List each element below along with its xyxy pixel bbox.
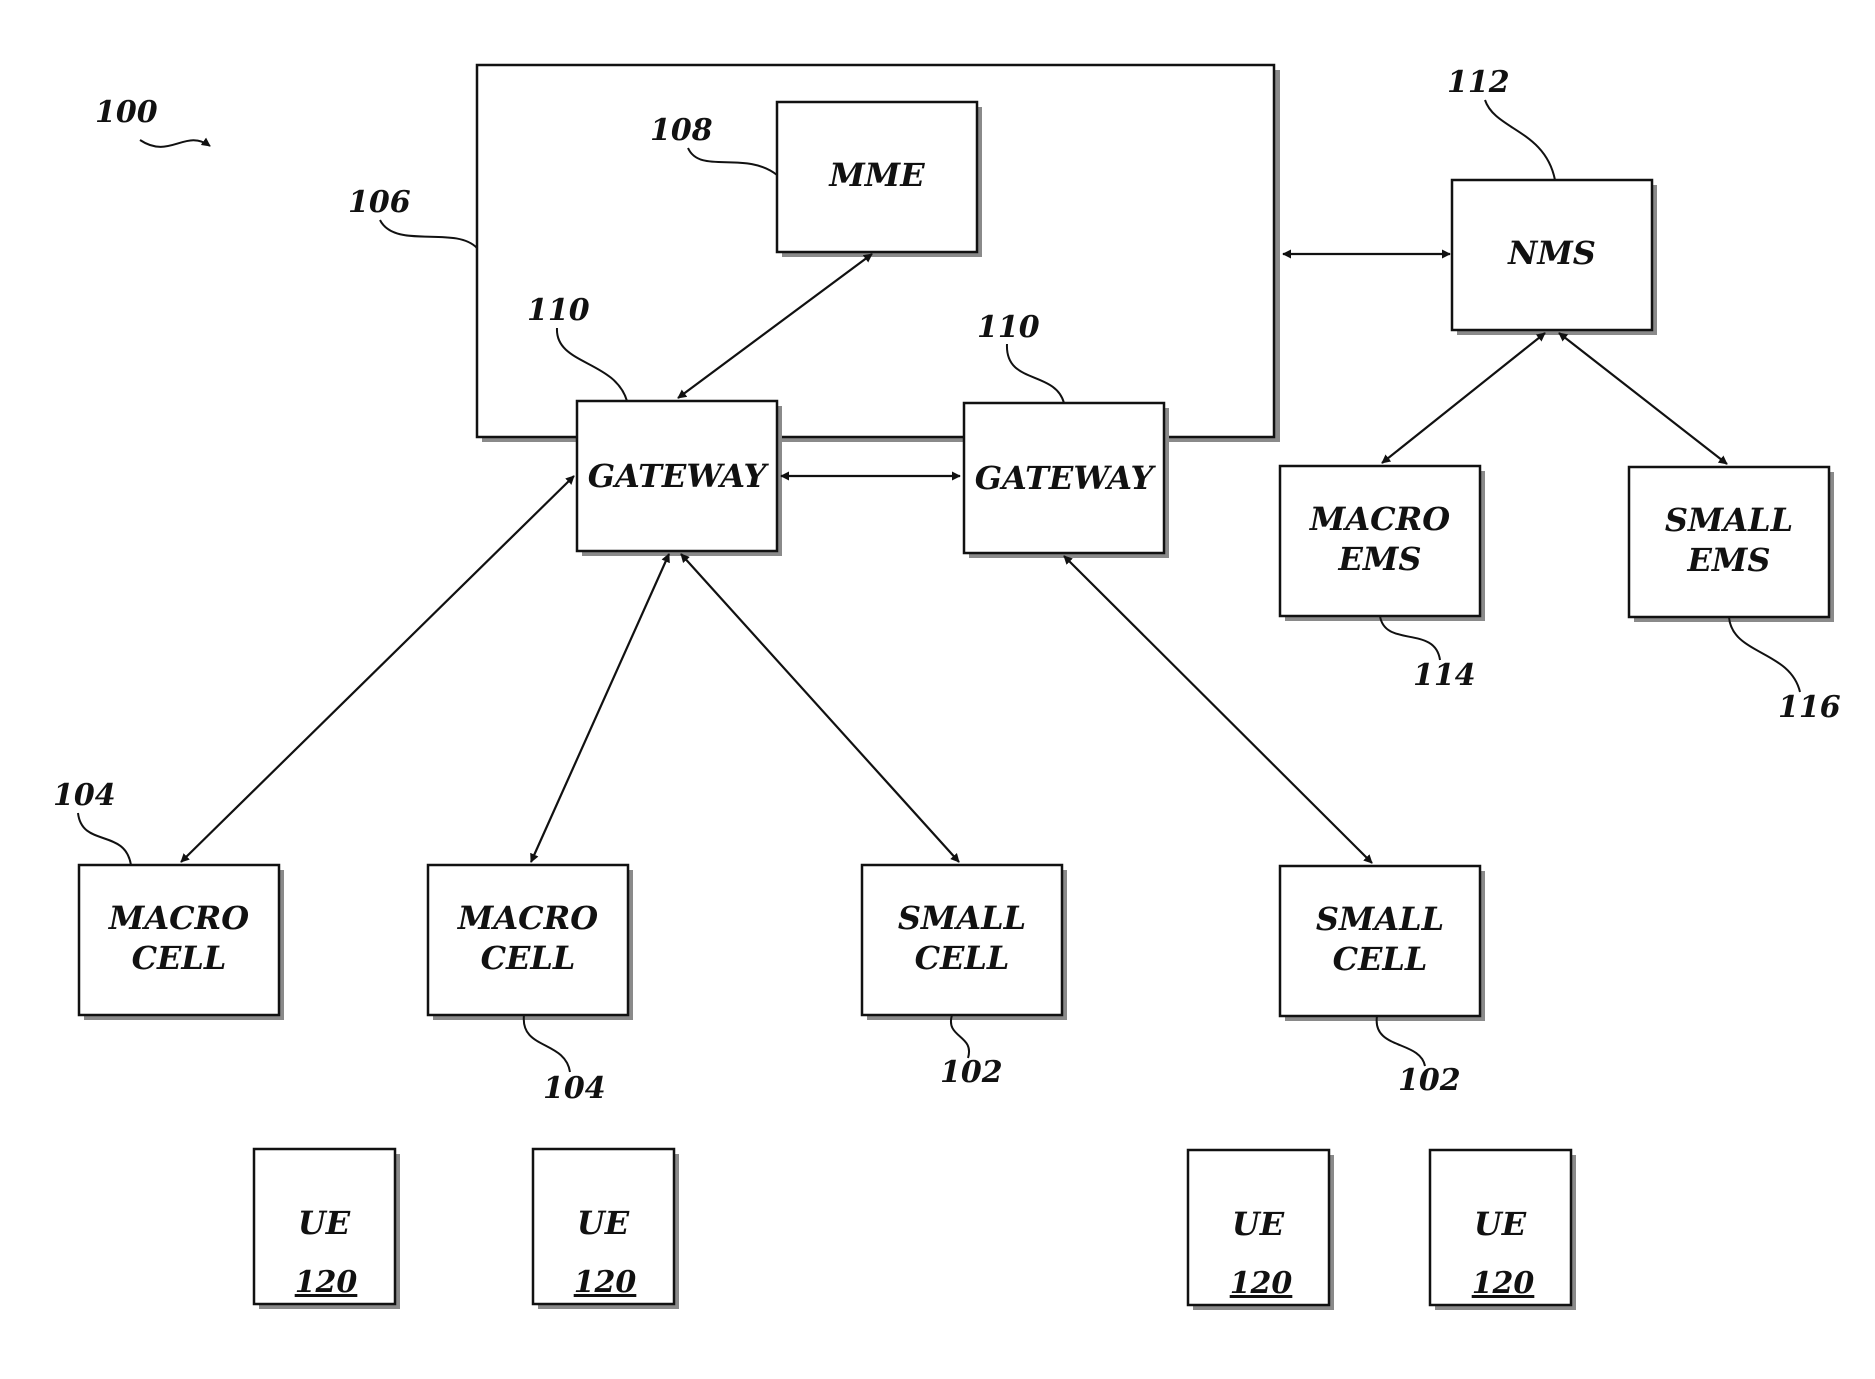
figure-ref-label: 100 (95, 95, 158, 130)
link-gateway-macro-cell-1 (181, 476, 574, 862)
small-ems-box: SMALL EMS (1629, 467, 1834, 622)
link-gateway-macro-cell-2 (531, 554, 669, 862)
ue-box: UE 120 (254, 1149, 400, 1309)
link-nms-macro-ems (1382, 333, 1545, 463)
macro-ems-line1: MACRO (1309, 500, 1450, 538)
ue-ref: 120 (295, 1265, 358, 1300)
macro-cell-1-line1: MACRO (108, 899, 249, 937)
nms-label: NMS (1507, 234, 1596, 272)
gateway-left-label: GATEWAY (588, 457, 770, 495)
small-ems-line2: EMS (1687, 541, 1771, 579)
small-cell-2-leader (1377, 1016, 1425, 1066)
link-nms-small-ems (1559, 333, 1727, 464)
macro-ems-ref: 114 (1413, 658, 1476, 693)
small-cell-2-line1: SMALL (1316, 900, 1444, 938)
mme-label: MME (828, 156, 925, 194)
ue-label: UE (1474, 1205, 1527, 1243)
ue-ref: 120 (1230, 1266, 1293, 1301)
ue-box: UE 120 (533, 1149, 679, 1309)
macro-cell-1-ref: 104 (53, 778, 116, 813)
macro-cell-1-line2: CELL (132, 939, 227, 977)
small-ems-ref: 116 (1778, 690, 1841, 725)
macro-cell-1-box: MACRO CELL (79, 865, 284, 1020)
small-cell-1-leader (951, 1015, 969, 1058)
ue-label: UE (298, 1204, 351, 1242)
gateway-left-ref: 110 (527, 293, 590, 328)
gateway-right-label: GATEWAY (975, 459, 1157, 497)
figure-ref-arrow (140, 140, 210, 147)
mme-ref: 108 (650, 113, 713, 148)
small-cell-1-box: SMALL CELL (862, 865, 1067, 1020)
macro-cell-2-line2: CELL (481, 939, 576, 977)
macro-ems-leader (1380, 616, 1440, 660)
nms-ref: 112 (1447, 65, 1510, 100)
nms-box: NMS (1452, 180, 1657, 335)
macro-ems-line2: EMS (1338, 540, 1422, 578)
ue-label: UE (577, 1204, 630, 1242)
core-network-ref: 106 (348, 185, 411, 220)
link-gateway-small-cell-1 (681, 554, 959, 862)
macro-cell-1-leader (78, 813, 131, 865)
small-cell-2-box: SMALL CELL (1280, 866, 1485, 1021)
gateway-right-ref: 110 (977, 310, 1040, 345)
ue-ref: 120 (574, 1265, 637, 1300)
mme-box: MME (777, 102, 982, 257)
gateway-left-box: GATEWAY (577, 401, 782, 556)
small-ems-leader (1729, 617, 1800, 692)
macro-cell-2-line1: MACRO (457, 899, 598, 937)
macro-ems-box: MACRO EMS (1280, 466, 1485, 621)
small-ems-line1: SMALL (1665, 501, 1793, 539)
macro-cell-2-leader (524, 1015, 570, 1072)
nms-leader (1485, 100, 1555, 180)
core-network-leader (380, 220, 477, 248)
ue-ref: 120 (1472, 1266, 1535, 1301)
small-cell-1-line1: SMALL (898, 899, 1026, 937)
gateway-right-box: GATEWAY (964, 403, 1169, 558)
small-cell-1-line2: CELL (915, 939, 1010, 977)
small-cell-2-ref: 102 (1398, 1063, 1461, 1098)
small-cell-1-ref: 102 (940, 1055, 1003, 1090)
macro-cell-2-box: MACRO CELL (428, 865, 633, 1020)
ue-label: UE (1232, 1205, 1285, 1243)
ue-box: UE 120 (1430, 1150, 1576, 1310)
macro-cell-2-ref: 104 (543, 1071, 606, 1106)
small-cell-2-line2: CELL (1333, 940, 1428, 978)
ue-box: UE 120 (1188, 1150, 1334, 1310)
